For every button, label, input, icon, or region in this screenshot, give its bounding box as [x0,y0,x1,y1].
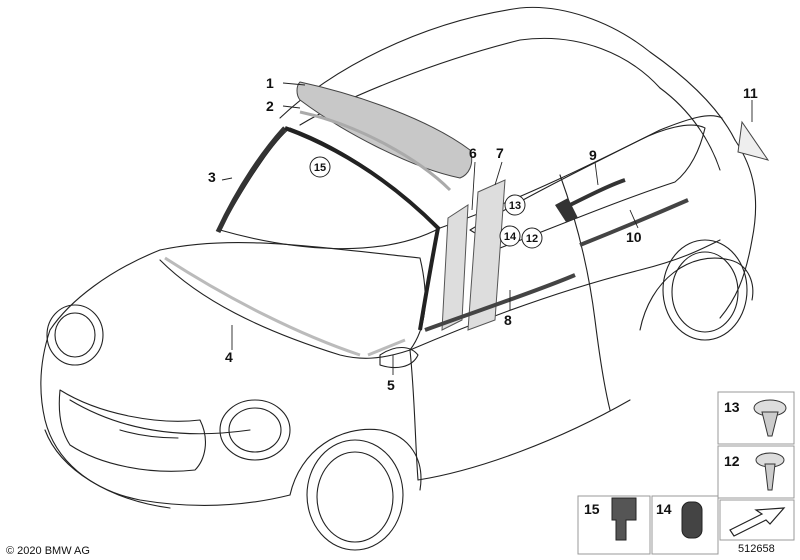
callouts: 1 2 3 4 5 6 7 8 9 10 11 [208,75,758,393]
callout-1: 1 [266,75,274,91]
part-1-roof-moulding [296,81,473,179]
part-5-strip [367,338,406,357]
legend-label-12: 12 [724,453,740,469]
callout-2: 2 [266,98,274,114]
legend-label-14: 14 [656,501,672,517]
arrow-icon [729,507,786,537]
windshield-seal [284,126,441,331]
part-8-strip [424,273,576,332]
part-11-triangle-trim [737,120,770,161]
legend-label-13: 13 [724,399,740,415]
part-6-pillar [441,204,469,331]
circled-callouts: 15 13 14 12 [309,156,543,249]
car-body [40,6,757,551]
callout-5: 5 [387,377,395,393]
clip-15-icon [611,497,637,541]
clip-13-icon [753,399,787,437]
callout-8: 8 [504,312,512,328]
circled-callout-14: 14 [504,231,517,243]
part-2-strip [299,110,452,192]
callout-6: 6 [469,145,477,161]
part-7-pillar [467,179,506,331]
part-10-strip [579,198,689,247]
legend-label-15: 15 [584,501,600,517]
callout-7: 7 [496,145,504,161]
diagram-number: 512658 [738,543,775,555]
parts [164,81,770,357]
circled-callout-13: 13 [509,200,521,212]
circled-callout-12: 12 [526,233,538,245]
callout-4: 4 [225,349,233,365]
callout-3: 3 [208,169,216,185]
callout-10: 10 [626,229,642,245]
callout-11: 11 [743,85,758,101]
circled-callout-15: 15 [314,162,326,174]
legend-panel: 13 12 15 14 [577,391,795,555]
callout-9: 9 [589,147,597,163]
copyright-text: © 2020 BMW AG [6,545,90,557]
screw-12-icon [755,452,785,491]
clip-14-icon [681,501,703,539]
part-3-pillar-trim [215,126,287,234]
leader-lines [221,82,753,375]
part-4-strip [164,256,361,357]
